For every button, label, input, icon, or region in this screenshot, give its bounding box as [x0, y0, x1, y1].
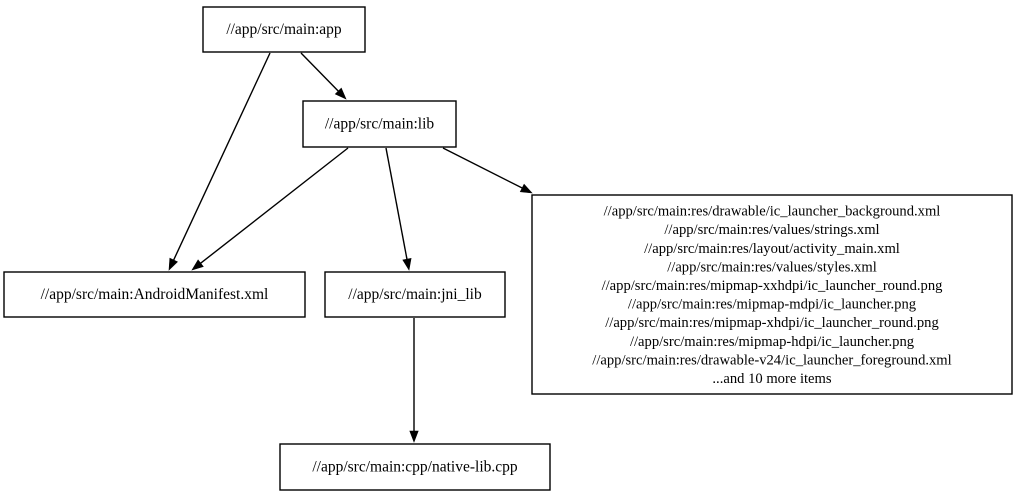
node-label-line: //app/src/main:res/layout/activity_main.…: [644, 241, 900, 257]
node-android-manifest[interactable]: //app/src/main:AndroidManifest.xml: [3, 271, 306, 318]
edge-app-to-android-manifest: [168, 52, 271, 271]
node-label-line: //app/src/main:res/mipmap-mdpi/ic_launch…: [628, 297, 917, 313]
node-app[interactable]: //app/src/main:app: [202, 6, 366, 53]
node-label-line: //app/src/main:res/drawable/ic_launcher_…: [604, 204, 941, 220]
arrowhead-icon: [409, 430, 419, 443]
node-box: [3, 271, 306, 318]
node-box: [202, 6, 366, 53]
node-label-line: //app/src/main:res/drawable-v24/ic_launc…: [592, 352, 951, 368]
node-box: [302, 100, 457, 148]
node-label: //app/src/main:res/drawable/ic_launcher_…: [592, 204, 951, 387]
edge-line: [200, 147, 349, 264]
arrowhead-icon: [519, 183, 533, 194]
node-label-line: //app/src/main:res/mipmap-hdpi/ic_launch…: [630, 334, 915, 350]
arrowhead-icon: [402, 258, 412, 271]
node-native-lib-cpp[interactable]: //app/src/main:cpp/native-lib.cpp: [279, 443, 551, 491]
node-label: //app/src/main:app: [226, 21, 342, 38]
node-box: [531, 194, 1013, 395]
edge-line: [385, 147, 408, 260]
node-label-line: ...and 10 more items: [712, 371, 831, 387]
edge-line: [442, 147, 523, 189]
node-label: //app/src/main:cpp/native-lib.cpp: [312, 459, 518, 476]
node-box: [324, 271, 506, 318]
node-box: [279, 443, 551, 491]
edge-lib-to-res-files: [442, 147, 533, 194]
node-label-line: //app/src/main:res/values/strings.xml: [664, 222, 879, 238]
node-label-line: //app/src/main:res/mipmap-xxhdpi/ic_laun…: [602, 278, 944, 294]
edge-line: [173, 52, 271, 261]
node-label: //app/src/main:lib: [325, 116, 435, 133]
edge-app-to-lib: [300, 52, 347, 100]
edges-layer: [168, 52, 533, 443]
node-res-files[interactable]: //app/src/main:res/drawable/ic_launcher_…: [531, 194, 1013, 395]
node-lib[interactable]: //app/src/main:lib: [302, 100, 457, 148]
edge-lib-to-jni-lib: [385, 147, 412, 271]
nodes-layer: //app/src/main:app //app/src/main:lib //ap…: [3, 6, 1013, 491]
arrowhead-icon: [334, 87, 347, 100]
arrowhead-icon: [191, 259, 204, 271]
edge-jni-lib-to-native-lib-cpp: [409, 318, 419, 443]
node-label-line: //app/src/main:res/mipmap-xhdpi/ic_launc…: [605, 315, 939, 331]
node-label: //app/src/main:jni_lib: [348, 286, 482, 303]
arrowhead-icon: [168, 257, 178, 271]
node-label: //app/src/main:AndroidManifest.xml: [41, 286, 269, 303]
edge-line: [300, 52, 339, 92]
node-label-line: //app/src/main:res/values/styles.xml: [667, 259, 877, 275]
edge-lib-to-android-manifest: [191, 147, 349, 271]
node-jni-lib[interactable]: //app/src/main:jni_lib: [324, 271, 506, 318]
